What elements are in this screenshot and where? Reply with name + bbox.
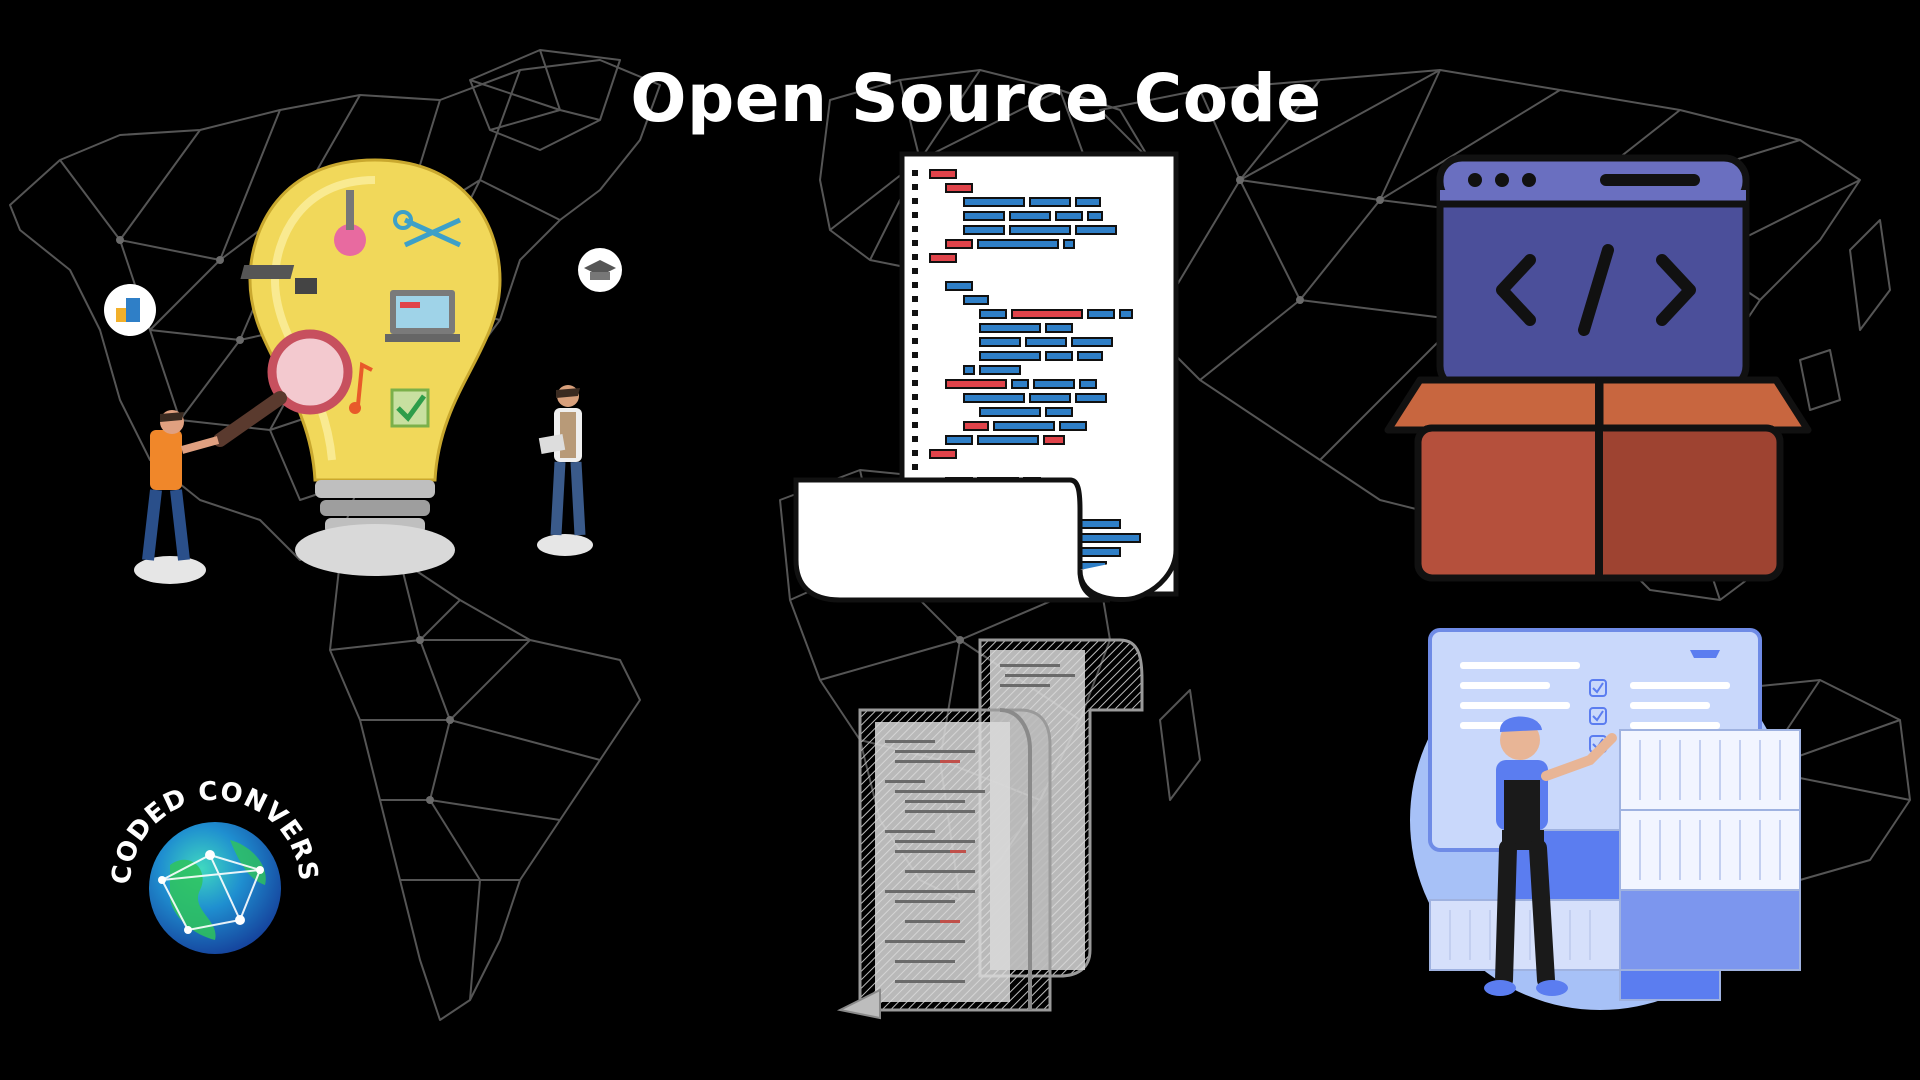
lightbulb-research-illustration xyxy=(104,158,622,584)
code-document-icon xyxy=(793,151,1179,603)
coded-conversations-logo: CODED CONVERSATIONS xyxy=(100,770,322,954)
page-title: Open Source Code xyxy=(630,60,1322,137)
shipping-containers-illustration xyxy=(1410,628,1801,1010)
code-box-icon xyxy=(1384,154,1812,582)
code-scroll-icon xyxy=(836,638,1144,1020)
